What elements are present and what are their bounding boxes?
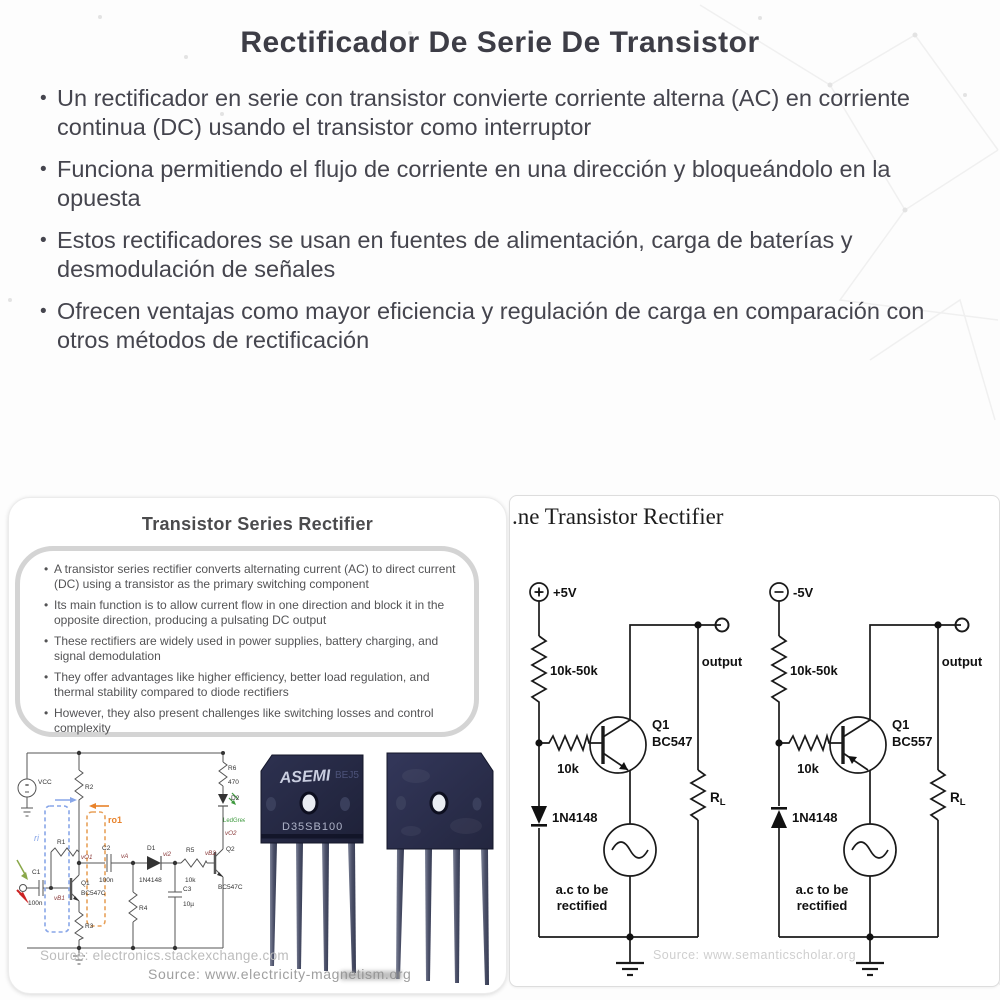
stackexchange-source: Source: electronics.stackexchange.com: [40, 948, 289, 963]
base-resistor-label: 10k: [797, 761, 819, 776]
label-q2: Q2: [226, 846, 235, 853]
bullet-es-4: Ofrecen ventajas como mayor eficiencia y…: [40, 297, 970, 355]
ac-label-2: rectified: [797, 898, 848, 913]
label-d1v: 1N4148: [139, 877, 162, 884]
rectifier-component-photo: ASEMI BEJ5 D35SB100: [260, 752, 494, 985]
diode-label: 1N4148: [552, 810, 598, 825]
label-r4: R4: [139, 905, 148, 912]
bullet-en-3: These rectifiers are widely used in powe…: [44, 634, 466, 663]
spanish-bullet-list: Un rectificador en serie con transistor …: [40, 84, 970, 368]
label-d2v: LedGreen: [223, 818, 245, 824]
brand-marking: ASEMI: [278, 767, 331, 787]
circuit-pnp-bc557: -5V 10k-50k 10k Q1 BC557 output RL 1N414…: [769, 582, 983, 977]
load-sub: L: [960, 797, 966, 808]
label-c2: C2: [102, 845, 111, 852]
label-d2: D2: [231, 795, 240, 802]
top-resistor-label: 10k-50k: [790, 663, 838, 678]
ac-label-1: a.c to be: [556, 882, 609, 897]
diode-label: 1N4148: [792, 810, 838, 825]
supply-label: +5V: [553, 585, 577, 600]
label-r6: R6: [228, 765, 237, 772]
bullet-en-4: They offer advantages like higher effici…: [44, 670, 466, 699]
circuit-npn-bc547: + +5V 10k-50k 10k Q1 BC547 output RL 1N4…: [529, 582, 743, 977]
transistor-part: BC557: [892, 734, 932, 749]
load-r: R: [710, 790, 720, 805]
label-r2: R2: [85, 784, 94, 791]
circuit1-wires: [529, 582, 730, 977]
semanticscholar-source: Source: www.semanticscholar.org: [652, 948, 857, 962]
transistor-name: Q1: [892, 717, 909, 732]
top-resistor-label: 10k-50k: [550, 663, 598, 678]
bullet-en-5: However, they also present challenges li…: [44, 706, 466, 735]
package-back-body: [386, 752, 494, 850]
load-label: RL: [710, 790, 726, 808]
left-card-title: Transistor Series Rectifier: [141, 514, 374, 534]
label-c2v: 100n: [99, 877, 114, 884]
left-card-bullet-box: A transistor series rectifier converts a…: [15, 546, 479, 737]
circuit1-labels: + +5V 10k-50k 10k Q1 BC547 output RL 1N4…: [535, 585, 743, 914]
schematic-labels: VCC R2 R1 C1 100n vB1 Q1 BC547C vO1 C2 1…: [28, 765, 245, 930]
label-va: vA: [121, 853, 128, 860]
left-infographic-card: Transistor Series Rectifier A transistor…: [8, 497, 507, 994]
transistor-name: Q1: [652, 717, 669, 732]
label-ro1: ro1: [108, 815, 122, 825]
label-r3: R3: [85, 923, 94, 930]
base-resistor-label: 10k: [557, 761, 579, 776]
label-q1p: BC547C: [81, 890, 106, 897]
supply-label: -5V: [793, 585, 814, 600]
label-vo2: vO2: [225, 830, 237, 837]
label-c3v: 10µ: [183, 901, 194, 908]
bullet-es-2: Funciona permitiendo el flujo de corrien…: [40, 155, 970, 213]
label-r5v: 10k: [185, 877, 196, 884]
package-front-body: ASEMI BEJ5 D35SB100: [260, 754, 364, 844]
label-vcc: VCC: [38, 779, 52, 786]
page-title: Rectificador De Serie De Transistor: [240, 26, 760, 59]
circuit1-parts: [531, 621, 702, 941]
right-card-title: .ne Transistor Rectifier: [512, 504, 724, 529]
load-label: RL: [950, 790, 966, 808]
label-r5: R5: [186, 847, 195, 854]
label-vo1: vO1: [81, 854, 93, 861]
transistor-part: BC547: [652, 734, 692, 749]
label-ri: ri: [34, 833, 40, 843]
schematic-measure-overlays: [16, 797, 109, 933]
package-front-legs: [270, 843, 356, 973]
ac-label-1: a.c to be: [796, 882, 849, 897]
label-r1: R1: [57, 839, 66, 846]
label-q2p: BC547C: [218, 884, 243, 891]
supply-sign: +: [535, 585, 543, 600]
package-back-legs: [396, 849, 489, 985]
output-label: output: [702, 654, 743, 669]
ac-label-2: rectified: [557, 898, 608, 913]
bullet-en-1: A transistor series rectifier converts a…: [44, 562, 466, 591]
load-sub: L: [720, 797, 726, 808]
bullet-es-1: Un rectificador en serie con transistor …: [40, 84, 970, 142]
part-number-marking: D35SB100: [282, 821, 343, 833]
output-label: output: [942, 654, 983, 669]
label-c1: C1: [32, 869, 41, 876]
circuit2-wires: [769, 582, 970, 977]
label-vb2: vB2: [205, 850, 216, 857]
circuit2-labels: -5V 10k-50k 10k Q1 BC557 output RL 1N414…: [790, 585, 983, 913]
label-c3: C3: [183, 886, 192, 893]
watermark-smudge: [340, 971, 402, 980]
right-circuit-card: .ne Transistor Rectifier: [509, 495, 1000, 987]
bullet-es-3: Estos rectificadores se usan en fuentes …: [40, 226, 970, 284]
code-marking: BEJ5: [335, 770, 359, 781]
label-r6v: 470: [228, 779, 239, 786]
load-r: R: [950, 790, 960, 805]
label-c1v: 100n: [28, 900, 43, 907]
amplifier-schematic: VCC R2 R1 C1 100n vB1 Q1 BC547C vO1 C2 1…: [16, 750, 245, 965]
bullet-en-2: Its main function is to allow current fl…: [44, 598, 466, 627]
english-bullet-list: A transistor series rectifier converts a…: [44, 562, 466, 735]
label-d1: D1: [147, 845, 156, 852]
schematic-components: [49, 750, 239, 951]
circuit2-parts: [771, 621, 942, 941]
label-vi2: vi2: [163, 851, 172, 858]
label-vb1: vB1: [54, 895, 65, 902]
label-q1: Q1: [81, 880, 90, 887]
